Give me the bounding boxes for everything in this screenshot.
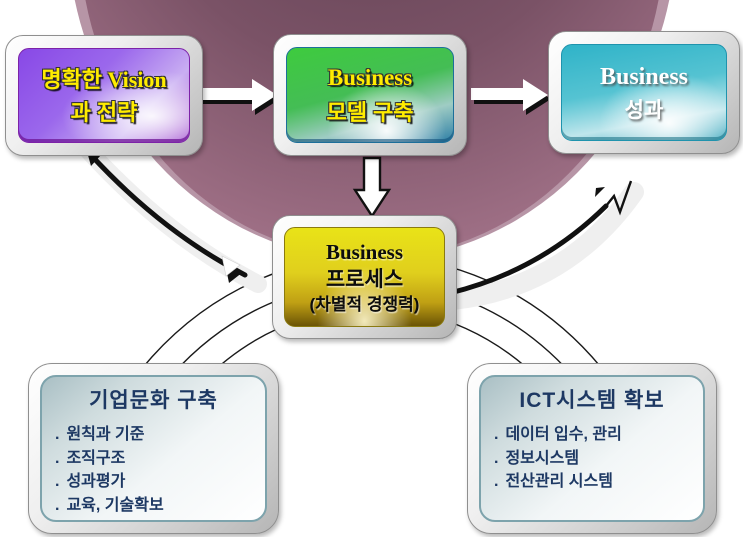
list-item: . 원칙과 기준 (55, 423, 265, 447)
panel-corporate-culture-title: 기업문화 구축 (89, 389, 218, 412)
list-item: . 데이터 입수, 관리 (494, 423, 703, 447)
box-vision-body: 명확한 Vision 과 전략 (18, 48, 190, 143)
panel-corporate-culture-list: . 원칙과 기준. 조직구조. 성과평가. 교육, 기술확보 (42, 423, 265, 517)
box-business-model-line-2: 모델 구축 (326, 99, 414, 125)
panel-ict-system-body: ICT시스템 확보 . 데이터 입수, 관리. 정보시스템. 전산관리 시스템 (479, 375, 705, 522)
box-vision-line-2: 과 전략 (70, 99, 138, 125)
list-item-text: 데이터 입수, 관리 (505, 426, 622, 443)
bullet-dot: . (55, 426, 60, 443)
arrow-down-to-process (352, 156, 392, 219)
box-business-outcome-line-1: Business (599, 63, 689, 90)
bullet-dot: . (55, 473, 60, 490)
box-business-outcome-body: Business 성과 (561, 44, 727, 141)
list-item-text: 조직구조 (66, 449, 126, 467)
box-business-process: Business 프로세스 (차별적 경쟁력) (272, 215, 457, 339)
panel-ict-system-title: ICT시스템 확보 (519, 389, 665, 412)
list-item-text: 성과평가 (66, 473, 126, 490)
bullet-dot: . (494, 449, 499, 467)
growth-arrowhead (595, 187, 605, 197)
box-business-model: Business 모델 구축 (273, 34, 467, 156)
panel-ict-system: ICT시스템 확보 . 데이터 입수, 관리. 정보시스템. 전산관리 시스템 (467, 363, 717, 534)
swoosh-right (442, 182, 644, 310)
bullet-dot: . (494, 426, 499, 443)
list-item-text: 원칙과 기준 (66, 426, 145, 443)
panel-corporate-culture-body: 기업문화 구축 . 원칙과 기준. 조직구조. 성과평가. 교육, 기술확보 (40, 375, 267, 522)
box-business-outcome-line-2: 성과 (624, 98, 664, 122)
arrow-model-to-outcome (471, 79, 551, 115)
bullet-dot: . (55, 496, 60, 514)
list-item: . 전산관리 시스템 (494, 470, 703, 494)
box-business-process-line-3: (차별적 경쟁력) (309, 295, 420, 315)
list-item: . 정보시스템 (494, 447, 703, 471)
box-vision-line-1: 명확한 Vision (41, 66, 167, 92)
box-business-process-body: Business 프로세스 (차별적 경쟁력) (284, 227, 445, 327)
list-item-text: 교육, 기술확보 (66, 496, 164, 514)
arrow-vision-to-model (200, 79, 280, 115)
box-business-outcome: Business 성과 (548, 31, 740, 154)
feedback-arrow-left (86, 148, 248, 283)
growth-arrow-right (447, 180, 633, 296)
box-business-process-line-2: 프로세스 (325, 267, 404, 291)
box-vision: 명확한 Vision 과 전략 (5, 35, 203, 156)
list-item: . 성과평가 (55, 470, 265, 494)
bullet-dot: . (494, 473, 499, 490)
bullet-dot: . (55, 449, 60, 467)
box-business-model-body: Business 모델 구축 (286, 47, 454, 143)
list-item: . 조직구조 (55, 447, 265, 471)
list-item-text: 전산관리 시스템 (505, 473, 613, 490)
box-business-process-line-1: Business (325, 239, 404, 264)
panel-corporate-culture: 기업문화 구축 . 원칙과 기준. 조직구조. 성과평가. 교육, 기술확보 (28, 363, 279, 534)
list-item-text: 정보시스템 (505, 449, 580, 467)
box-business-model-line-1: Business (327, 65, 413, 91)
list-item: . 교육, 기술확보 (55, 494, 265, 518)
panel-ict-system-list: . 데이터 입수, 관리. 정보시스템. 전산관리 시스템 (481, 423, 703, 494)
